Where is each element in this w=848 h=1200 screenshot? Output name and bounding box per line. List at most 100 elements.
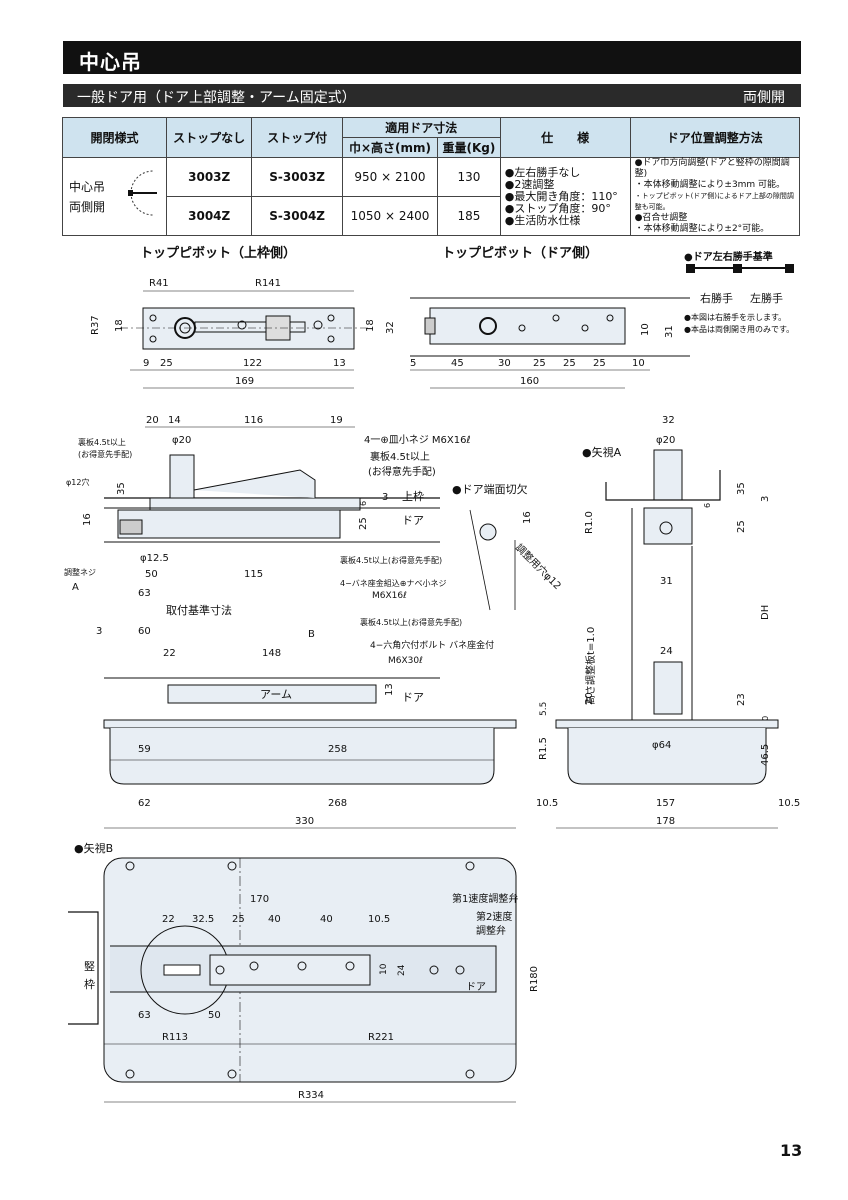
dim-label: 20 [146,415,159,426]
view-a-drawing: ●矢視A 32 φ20 35 3 6 25 R1.0 31 高さ調整板t=1.0… [536,415,800,829]
dim-label: 122 [243,358,262,369]
dim-label: 19 [330,415,343,426]
view-b-label: 25 [232,914,245,925]
adjust-item: ●召合せ調整 [634,213,688,223]
view-b-label: R113 [162,1032,188,1043]
elev-label: φ20 [172,435,191,446]
view-b-label: 40 [268,914,281,925]
view-b-drawing: ●矢視B 170 22 32.5 25 40 40 10.5 第1速度調整弁 第… [68,841,540,1103]
section-title-bar: 中心吊 [63,41,801,74]
elev-label: 59 [138,744,151,755]
elev-label: 3 [96,626,102,637]
view-a-label: φ64 [652,740,671,751]
dim-label: 5 [410,358,416,369]
view-b-label: 10.5 [368,914,390,925]
weight-2: 185 [437,196,501,236]
elev-label: 調整ネジ [64,567,96,577]
dim-label: 18 [114,319,125,332]
spec-item: ●2速調整 [504,177,555,191]
view-b-label: 32.5 [192,914,214,925]
view-a-label: 157 [656,798,675,809]
adjust-item: ・本体移動調整により±3mm 可能。 [634,180,786,190]
adjust-list: ●ドア巾方向調整(ドアと竪枠の隙間調整) ・本体移動調整により±3mm 可能。 … [629,157,801,236]
top-pivot-door-title: トップピボット（ドア側） [442,245,598,261]
elev-label: φ12.5 [140,553,169,564]
spec-item: ●ストップ角度：90° [504,201,611,215]
open-type-line-1: 中心吊 [69,179,106,194]
elev-label: (お得意先手配) [368,465,436,478]
view-b-label: 調整弁 [476,924,506,937]
dim-label: 9 [143,358,149,369]
elev-label: B [308,629,315,640]
open-type-line-2: 両側開 [69,199,106,214]
view-a-label: 5.5 [539,702,549,716]
adjust-item: ・本体移動調整により±2°可能。 [634,224,770,234]
view-a-label: 178 [656,816,675,827]
elev-label: 63 [138,588,151,599]
door-cut-dim: 16 [522,511,533,524]
door-hand-standard: ●ドア左右勝手基準 右勝手 左勝手 ●本図は右勝手を示します。 ●本品は両側開き… [684,250,794,334]
elev-label: 148 [262,648,281,659]
elev-label: アーム [260,688,292,701]
dim-label: 32 [385,321,396,334]
elev-label: 22 [163,648,176,659]
model-with-stop-1: S-3003Z [251,157,343,197]
dim-label: R141 [255,278,281,289]
view-a-label: 3 [760,496,771,502]
elev-label: 4−バネ座金組込⊕ナベ小ネジ [340,578,447,588]
elev-label: 258 [328,744,347,755]
size-2: 1050 × 2400 [341,196,439,236]
dim-label: 160 [520,376,539,387]
view-b-label: 第1速度調整弁 [452,892,518,905]
hand-note-1: ●本図は右勝手を示します。 [684,312,786,322]
dim-label: 25 [160,358,173,369]
view-b-label: ドア [466,982,486,993]
dim-label: 10 [640,323,651,336]
view-b-label: 第2速度 [476,910,512,923]
view-a-label: R1.5 [538,737,549,760]
view-a-label: 32 [662,415,675,426]
spec-list: ●左右勝手なし ●2速調整 ●最大開き角度：110° ●ストップ角度：90° ●… [499,157,631,236]
view-a-label: 10.5 [536,798,558,809]
door-end-cutout-drawing: ●ドア端面切欠 16 調整用穴φ12 [452,482,564,611]
view-a-label: 35 [736,482,747,495]
adjust-item: ・トップピボット(ドア側)によるドア上部の隙間調整も可能。 [634,192,794,211]
view-b-label: 10 [379,963,389,975]
elev-label: 裏板4.5t以上(お得意先手配) [360,617,462,627]
hand-note-2: ●本品は両側開き用のみです。 [684,324,794,334]
elev-label: A [72,582,79,593]
door-swing-icon [128,170,157,216]
dim-label: 25 [563,358,576,369]
dim-label: 10 [632,358,645,369]
view-a-label: 31 [660,576,673,587]
elev-label: 上枠 [402,489,424,503]
elevation-drawing: 20 14 116 19 裏板4.5t以上 (お得意先手配) φ20 4一⊕皿小… [64,415,517,829]
th-weight: 重量(Kg) [437,137,501,158]
view-a-label: 23 [736,693,747,706]
view-b-label: 枠 [84,977,95,991]
view-a-label: 高さ調整板t=1.0 [584,627,597,705]
view-a-label: φ20 [656,435,675,446]
th-no-stop: ストップなし [165,117,253,158]
elev-label: 25 [358,517,369,530]
view-b-label: 63 [138,1010,151,1021]
view-b-label: R334 [298,1090,324,1101]
model-with-stop-2: S-3004Z [251,196,343,236]
elev-label: 取付基準寸法 [166,603,232,617]
view-b-label: 24 [397,964,407,976]
view-a-label: DH [760,605,771,620]
view-a-label: 25 [736,520,747,533]
dim-label: 13 [333,358,346,369]
door-cut-dim: 調整用穴φ12 [513,541,564,592]
adjust-item: ●ドア巾方向調整(ドアと竪枠の隙間調整) [634,158,790,179]
elev-label: 4一⊕皿小ネジ M6X16ℓ [364,434,471,446]
elev-label: 13 [384,683,395,696]
left-hand-label: 左勝手 [750,291,783,305]
door-cut-title: ●ドア端面切欠 [452,482,528,496]
elev-label: 115 [244,569,263,580]
elev-label: ドア [402,514,424,527]
dim-label: 25 [593,358,606,369]
elev-label: 裏板4.5t以上(お得意先手配) [340,555,442,565]
view-a-label: 46.5 [760,744,771,766]
